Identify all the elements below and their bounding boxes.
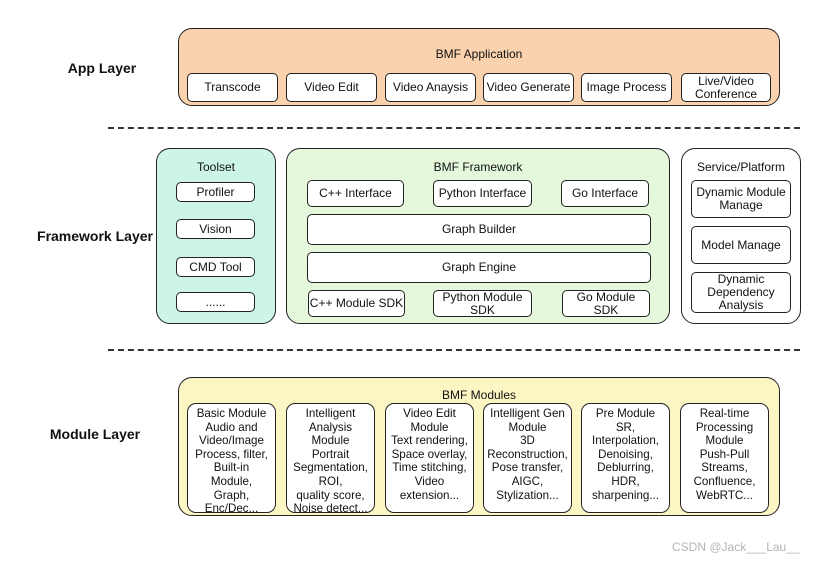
cpp-interface-box: C++ Interface — [307, 180, 404, 207]
video-edit-module-box: Video Edit Module Text rendering, Space … — [385, 403, 474, 513]
toolset-item-vision: Vision — [176, 219, 255, 239]
framework-layer-label: Framework Layer — [37, 228, 153, 244]
service-platform-title: Service/Platform — [696, 160, 786, 174]
app-item-video-analysis: Video Anaysis — [385, 73, 476, 102]
toolset-item-profiler: Profiler — [176, 182, 255, 202]
modules-title: BMF Modules — [441, 388, 517, 402]
toolset-item-cmd-tool: CMD Tool — [176, 257, 255, 277]
graph-builder-box: Graph Builder — [307, 214, 651, 245]
layer-divider-top — [108, 127, 800, 129]
python-interface-box: Python Interface — [433, 180, 532, 207]
app-item-video-edit: Video Edit — [286, 73, 377, 102]
toolset-title: Toolset — [196, 160, 236, 174]
app-item-video-generate: Video Generate — [483, 73, 574, 102]
module-layer-label: Module Layer — [49, 426, 141, 442]
app-layer-label: App Layer — [67, 60, 137, 76]
app-layer-title: BMF Application — [435, 47, 523, 61]
dynamic-module-manage-box: Dynamic Module Manage — [691, 180, 791, 218]
intelligent-analysis-module-box: Intelligent Analysis Module Portrait Seg… — [286, 403, 375, 513]
modules-panel: BMF Modules — [178, 377, 780, 516]
layer-divider-bottom — [108, 349, 800, 351]
dynamic-dependency-analysis-box: Dynamic Dependency Analysis — [691, 272, 791, 313]
go-module-sdk-box: Go Module SDK — [562, 290, 650, 317]
app-item-image-process: Image Process — [581, 73, 672, 102]
python-module-sdk-box: Python Module SDK — [433, 290, 532, 317]
app-layer-panel: BMF Application — [178, 28, 780, 106]
app-item-live-video-conference: Live/Video Conference — [681, 73, 771, 102]
basic-module-box: Basic Module Audio and Video/Image Proce… — [187, 403, 276, 513]
csdn-watermark: CSDN @Jack___Lau__ — [672, 540, 800, 554]
realtime-processing-module-box: Real-time Processing Module Push-Pull St… — [680, 403, 769, 513]
graph-engine-box: Graph Engine — [307, 252, 651, 283]
model-manage-box: Model Manage — [691, 226, 791, 264]
app-item-transcode: Transcode — [187, 73, 278, 102]
cpp-module-sdk-box: C++ Module SDK — [308, 290, 405, 317]
toolset-item-more: ...... — [176, 292, 255, 312]
go-interface-box: Go Interface — [561, 180, 649, 207]
framework-title: BMF Framework — [433, 160, 523, 174]
intelligent-gen-module-box: Intelligent Gen Module 3D Reconstruction… — [483, 403, 572, 513]
pre-module-box: Pre Module SR, Interpolation, Denoising,… — [581, 403, 670, 513]
